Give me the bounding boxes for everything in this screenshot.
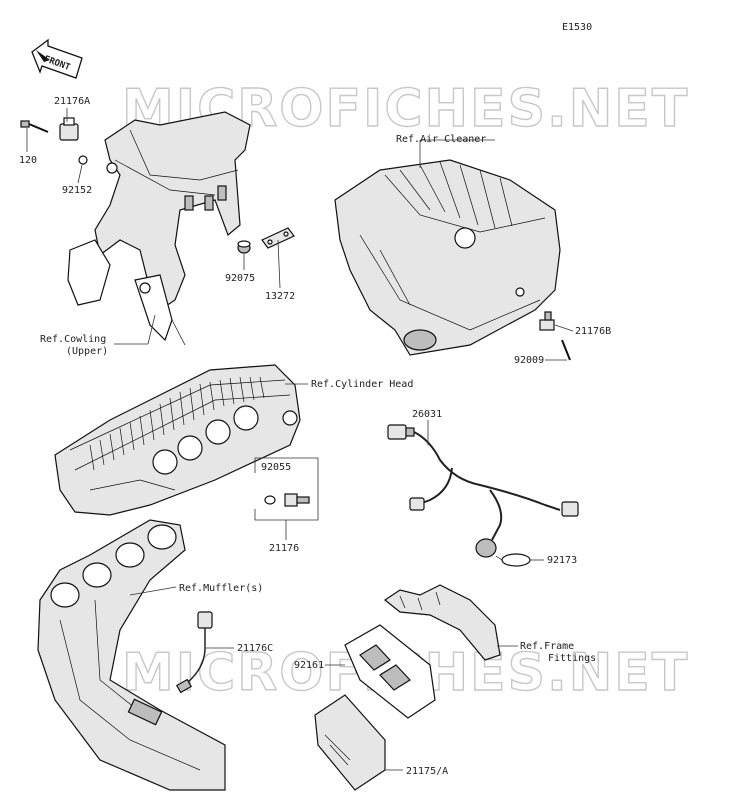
- label-26031: 26031: [412, 409, 442, 420]
- washer-92152-part: [78, 155, 88, 165]
- label-92009: 92009: [514, 355, 544, 366]
- label-ref-frame: Ref.Frame: [520, 641, 574, 652]
- cylinder-head-illustration: [54, 364, 301, 516]
- label-21176: 21176: [269, 543, 299, 554]
- label-21176B: 21176B: [575, 326, 611, 337]
- sensor-21176B-part: [539, 311, 555, 331]
- label-21176C: 21176C: [237, 643, 273, 654]
- label-21175A: 21175/A: [406, 766, 448, 777]
- label-ref-mufflers: Ref.Muffler(s): [179, 583, 263, 594]
- sensor-21176C-part: [175, 611, 213, 694]
- wire-harness-illustration: [387, 424, 579, 558]
- label-ref-cowling: Ref.Cowling: [40, 334, 106, 345]
- frame-bracket-illustration: [67, 111, 251, 346]
- ecu-21175A-part: [314, 694, 386, 791]
- exhaust-manifold-illustration: [37, 519, 226, 791]
- grommet-92075-part: [237, 240, 251, 254]
- label-92161: 92161: [294, 660, 324, 671]
- label-ref-cylinder-head: Ref.Cylinder Head: [311, 379, 413, 390]
- label-13272: 13272: [265, 291, 295, 302]
- label-92173: 92173: [547, 555, 577, 566]
- sensor-21176-part: [284, 493, 310, 507]
- ecu-bracket-illustration: [383, 584, 501, 661]
- callout-bracket-92055-21176: [254, 457, 319, 521]
- clamp-92173-part: [495, 553, 531, 567]
- bolt-120-part: [20, 120, 49, 133]
- label-ref-air-cleaner: Ref.Air Cleaner: [396, 134, 486, 145]
- air-cleaner-illustration: [334, 159, 561, 356]
- label-92055: 92055: [261, 462, 291, 473]
- ecu-cover-92161-part: [344, 624, 436, 719]
- screw-92009-part: [561, 339, 571, 361]
- diagram-code: E1530: [562, 22, 592, 33]
- label-ref-frame-fittings: Fittings: [548, 653, 596, 664]
- plate-13272-part: [261, 227, 295, 249]
- label-92152: 92152: [62, 185, 92, 196]
- leader-lines: [26, 108, 574, 771]
- label-21176A: 21176A: [54, 96, 90, 107]
- sensor-21176A-part: [59, 117, 79, 141]
- o-ring-92055-part: [264, 495, 276, 505]
- front-arrow-icon: FRONT: [31, 38, 83, 79]
- label-ref-cowling-upper: (Upper): [66, 346, 108, 357]
- label-120: 120: [19, 155, 37, 166]
- label-92075: 92075: [225, 273, 255, 284]
